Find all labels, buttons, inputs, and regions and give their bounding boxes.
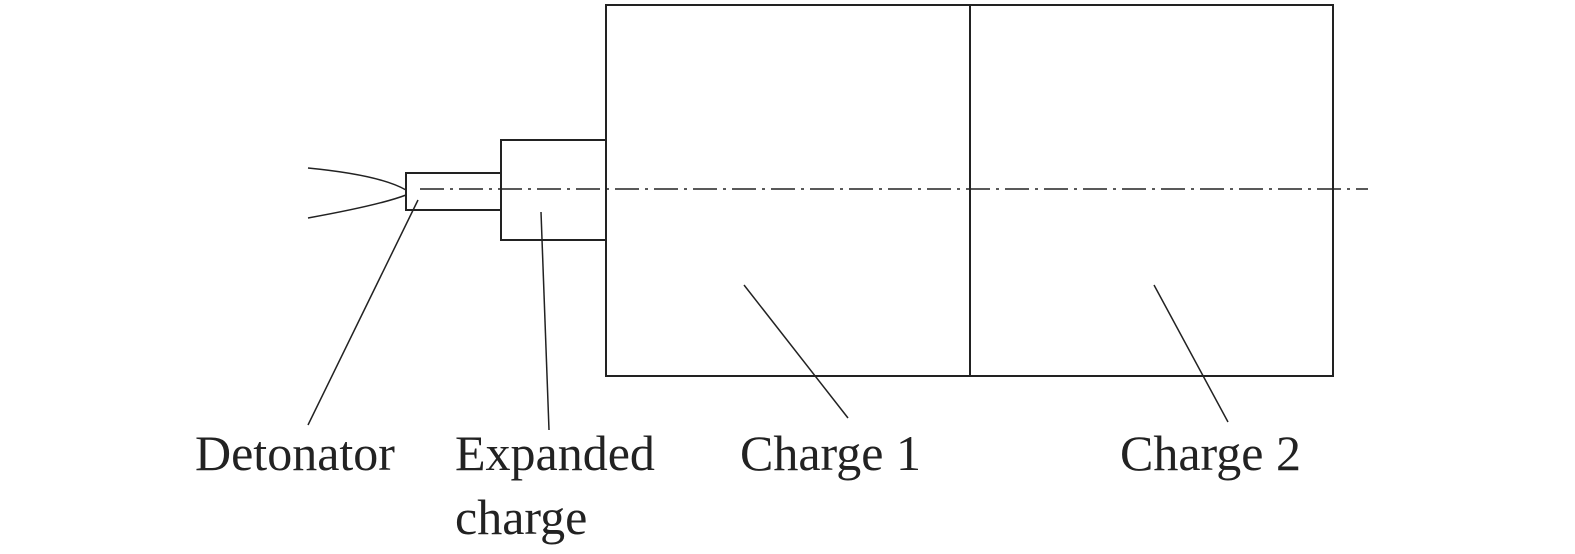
leader-charge-2 [1153,284,1229,423]
charge-1-label: Charge 1 [740,425,921,481]
leader-expanded-charge [540,211,550,431]
detonator-label: Detonator [195,425,395,481]
charge-2-label: Charge 2 [1120,425,1301,481]
leader-charge-1 [743,284,849,419]
charge-1-block [605,4,971,377]
detonator-wires [307,167,407,219]
expanded-charge-label-line2: charge [455,489,588,545]
expanded-charge-block [500,139,607,241]
expanded-charge-label-line1: Expanded [455,425,655,481]
leader-detonator [307,199,419,426]
charge-2-block [969,4,1334,377]
detonator-block [405,172,502,211]
